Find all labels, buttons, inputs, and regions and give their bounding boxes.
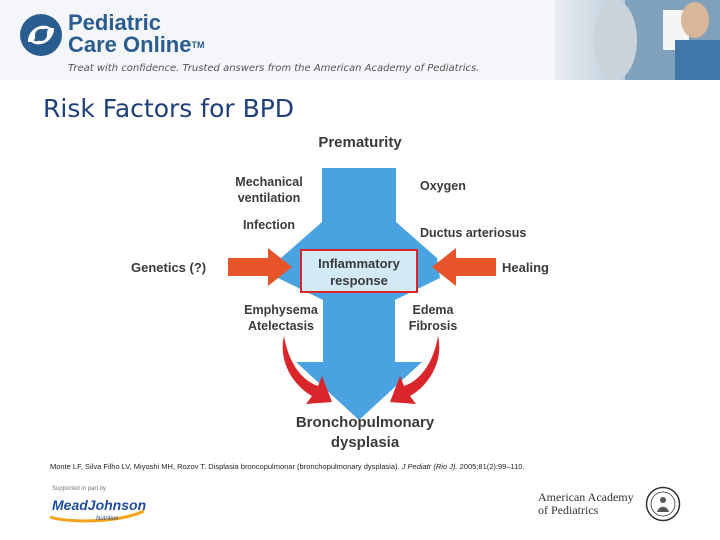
- label-fibrosis: Fibrosis: [409, 319, 458, 333]
- label-dysplasia: dysplasia: [331, 434, 400, 451]
- citation: Monte LF, Silva Filho LV, Miyoshi MH, Ro…: [50, 462, 525, 471]
- citation-authors: Monte LF, Silva Filho LV, Miyoshi MH, Ro…: [50, 462, 402, 471]
- label-infection: Infection: [243, 218, 295, 232]
- genetics-arrow: [228, 248, 292, 286]
- label-genetics: Genetics (?): [131, 260, 206, 275]
- aap-line-2: of Pediatrics: [538, 504, 634, 517]
- label-prematurity: Prematurity: [318, 134, 402, 151]
- label-edema: Edema: [413, 303, 455, 317]
- label-bronchopulmonary: Bronchopulmonary: [296, 414, 435, 431]
- citation-journal: J Pediatr (Rio J).: [402, 462, 458, 471]
- mead-johnson-wordmark: MeadJohnson: [52, 497, 146, 513]
- label-oxygen: Oxygen: [420, 179, 466, 193]
- supported-by-label: Supported in part by: [52, 486, 106, 492]
- aap-wordmark: American Academy of Pediatrics: [538, 491, 634, 517]
- citation-details: 2005;81(2):99–110.: [458, 462, 525, 471]
- healing-arrow: [432, 248, 496, 286]
- label-emphysema: Emphysema: [244, 303, 319, 317]
- label-ventilation: ventilation: [238, 191, 301, 205]
- label-ductus-arteriosus: Ductus arteriosus: [420, 226, 526, 240]
- aap-seal-icon: [645, 486, 681, 522]
- label-atelectasis: Atelectasis: [248, 319, 314, 333]
- mead-johnson-nutrition: Nutrition: [96, 516, 119, 522]
- mead-johnson-logo: MeadJohnson Nutrition: [48, 493, 148, 523]
- label-inflammatory: Inflammatory: [318, 256, 400, 271]
- label-mechanical: Mechanical: [235, 175, 302, 189]
- label-healing: Healing: [502, 260, 549, 275]
- label-response: response: [330, 273, 388, 288]
